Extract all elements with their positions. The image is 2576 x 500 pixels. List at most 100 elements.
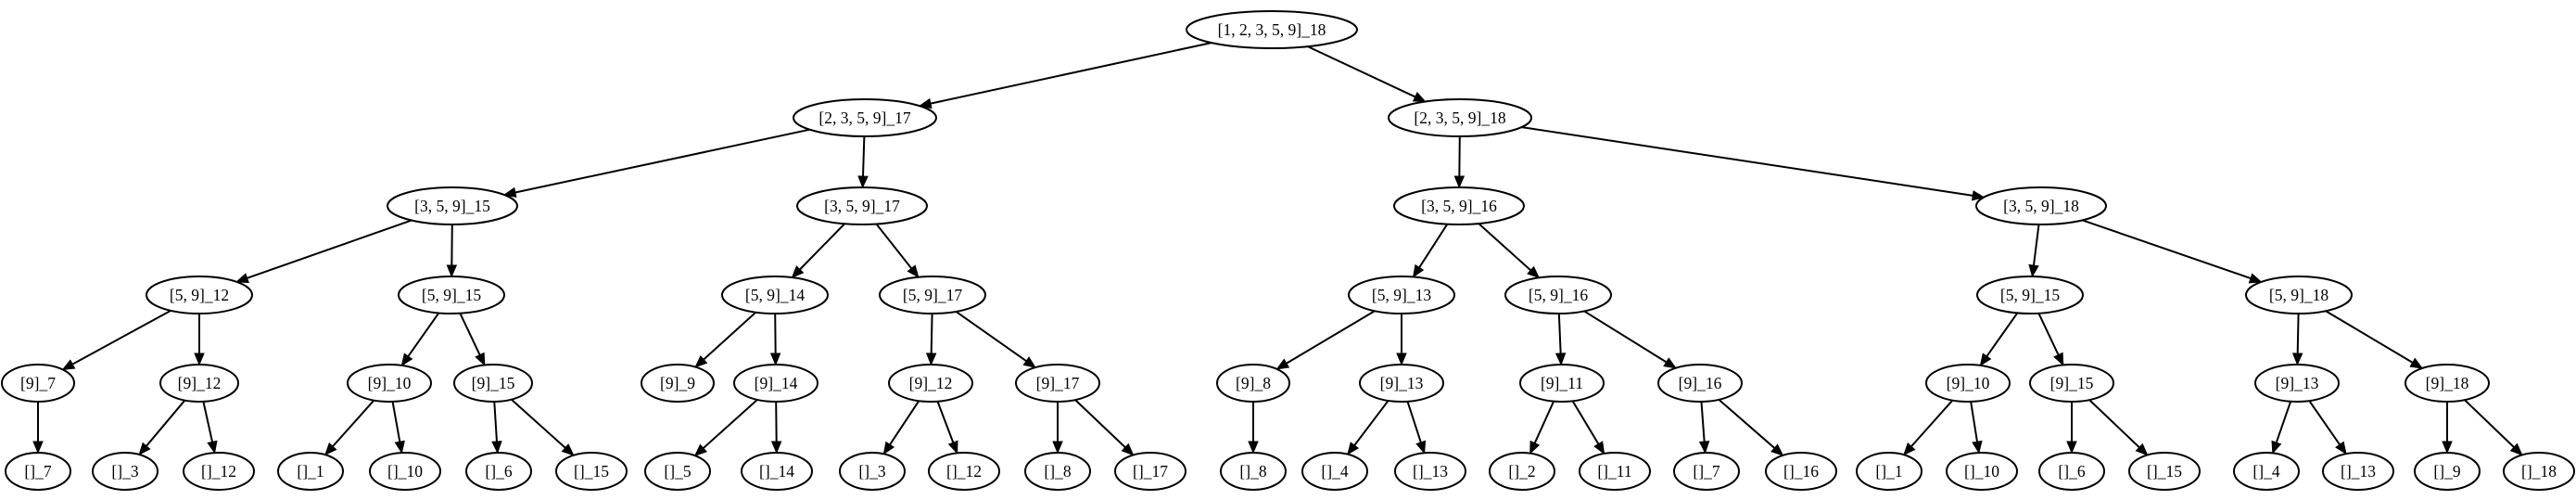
arrowhead-icon <box>770 441 782 455</box>
edge-n20-n39 <box>770 401 782 455</box>
tree-node: []_12 <box>928 452 1000 491</box>
tree-node: [5, 9]_16 <box>1504 276 1612 314</box>
node-ellipse <box>1 364 75 403</box>
arrowhead-icon <box>2509 442 2523 456</box>
node-ellipse <box>183 452 255 491</box>
arrowhead-icon <box>61 359 76 371</box>
edge-n4-n9 <box>791 223 845 279</box>
node-label: [5, 9]_16 <box>1529 286 1588 304</box>
edge-n4-n10 <box>875 223 920 278</box>
tree-node: []_1 <box>1856 452 1922 491</box>
node-ellipse <box>277 452 344 491</box>
node-ellipse <box>2405 364 2490 403</box>
edge-line <box>1307 45 1416 98</box>
edge-line <box>2325 310 2414 364</box>
node-label: [9]_13 <box>2276 374 2319 392</box>
arrowhead-icon <box>947 440 958 455</box>
edge-line <box>202 401 213 442</box>
tree-node: []_8 <box>1220 452 1287 491</box>
node-ellipse <box>1359 364 1444 403</box>
node-label: [9]_7 <box>20 374 56 392</box>
node-ellipse <box>741 452 813 491</box>
tree-node: [9]_17 <box>1015 364 1100 403</box>
edge-line <box>391 401 401 442</box>
edge-n10-n21 <box>925 313 937 366</box>
arrowhead-icon <box>857 175 869 189</box>
edge-line <box>2464 399 2515 448</box>
edge-n30-n57 <box>2442 402 2453 455</box>
node-ellipse <box>1393 186 1525 225</box>
edge-n25-n47 <box>1529 401 1555 455</box>
edge-line <box>1583 310 1668 364</box>
node-label: [5, 9]_13 <box>1372 286 1431 304</box>
node-label: [2, 3, 5, 9]_17 <box>818 109 910 127</box>
node-ellipse <box>733 364 818 403</box>
node-ellipse <box>1946 452 2018 491</box>
edge-line <box>1286 310 1376 365</box>
tree-node: []_14 <box>741 452 813 491</box>
edge-line <box>955 311 1027 363</box>
edge-line <box>1700 401 1706 442</box>
tree-node: []_9 <box>2414 452 2481 491</box>
arrowhead-icon <box>1527 265 1541 279</box>
node-ellipse <box>644 452 711 491</box>
arrowhead-icon <box>1396 353 1407 366</box>
arrowhead-icon <box>1052 441 1063 455</box>
edge-n22-n42 <box>1052 402 1063 455</box>
edge-line <box>514 128 810 194</box>
edge-n0-n1 <box>918 42 1212 109</box>
edge-n5-n11 <box>1412 224 1449 278</box>
edge-n30-n58 <box>2464 399 2523 456</box>
node-ellipse <box>1301 452 1368 491</box>
node-ellipse <box>2414 452 2481 491</box>
node-ellipse <box>2254 364 2340 403</box>
tree-node: [5, 9]_14 <box>721 276 829 314</box>
node-ellipse <box>839 452 906 491</box>
tree-node: [9]_15 <box>2029 364 2114 403</box>
edge-n10-n22 <box>955 311 1037 368</box>
arrowhead-icon <box>491 441 502 455</box>
tree-node: [5, 9]_17 <box>879 276 986 314</box>
edge-n7-n16 <box>194 314 205 366</box>
edge-line <box>875 223 913 269</box>
tree-node: [2, 3, 5, 9]_18 <box>1388 98 1532 137</box>
arrowhead-icon <box>882 441 895 455</box>
tree-node: [9]_12 <box>888 364 973 403</box>
arrowhead-icon <box>324 442 337 456</box>
edge-n14-n30 <box>2325 310 2424 369</box>
node-label: []_3 <box>111 462 138 481</box>
tree-node: []_11 <box>1579 452 1651 491</box>
node-ellipse <box>2029 364 2114 403</box>
edge-line <box>2275 401 2292 443</box>
edge-n9-n20 <box>769 313 781 366</box>
arrowhead-icon <box>1347 442 1360 455</box>
edge-n3-n8 <box>446 224 458 278</box>
tree-node: [9]_10 <box>1925 364 2011 403</box>
tree-node: []_8 <box>1024 452 1091 491</box>
arrowhead-icon <box>1770 443 1784 456</box>
node-label: [9]_15 <box>472 374 515 392</box>
edge-n29-n56 <box>2308 400 2347 455</box>
node-ellipse <box>796 186 928 225</box>
edge-n25-n48 <box>1571 400 1605 455</box>
arrowhead-icon <box>1593 441 1605 455</box>
edge-n26-n50 <box>1718 399 1784 456</box>
edge-n8-n18 <box>459 313 486 366</box>
node-ellipse <box>1504 276 1612 314</box>
node-label: [2, 3, 5, 9]_18 <box>1414 109 1505 127</box>
node-label: []_10 <box>387 462 423 481</box>
node-ellipse <box>641 364 715 403</box>
edge-line <box>2088 399 2140 448</box>
tree-node: []_7 <box>5 452 71 491</box>
tree-node: []_18 <box>2503 452 2575 491</box>
edge-line <box>2296 313 2300 354</box>
node-ellipse <box>1673 452 1740 491</box>
node-label: [3, 5, 9]_17 <box>824 197 900 215</box>
edge-n11-n23 <box>1275 310 1376 370</box>
arrowhead-icon <box>1972 440 1983 455</box>
node-ellipse <box>1186 10 1358 49</box>
edge-n17-n35 <box>391 401 405 455</box>
arrowhead-icon <box>1022 356 1037 368</box>
node-label: [5, 9]_15 <box>422 286 481 304</box>
node-label: []_14 <box>759 462 794 481</box>
